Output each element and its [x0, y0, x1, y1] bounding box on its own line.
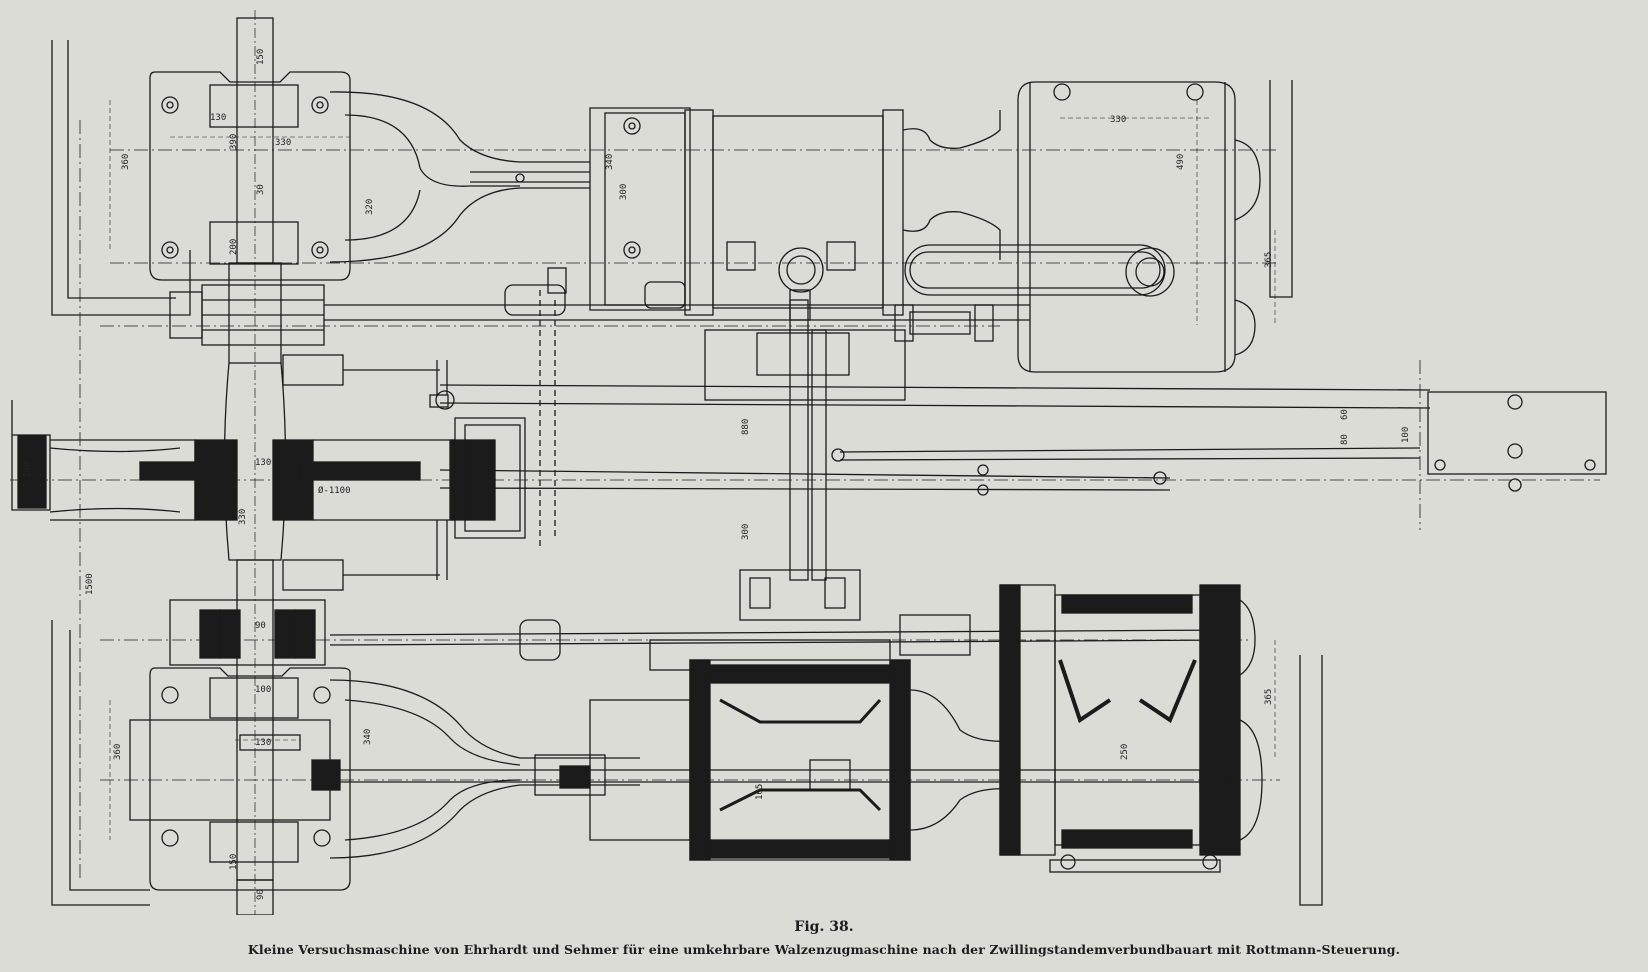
dim-top-bearing-200: 200 — [229, 239, 239, 255]
middle-rods — [11, 299, 1607, 581]
top-frame — [329, 91, 691, 311]
figure-number: Fig. 38. — [794, 919, 854, 935]
dim-bot-cyl-365: 365 — [1264, 689, 1274, 705]
dim-top-left-360: 360 — [121, 154, 131, 170]
figure-caption: Kleine Versuchsmaschine von Ehrhardt und… — [247, 942, 1401, 957]
dim-top-cyl-330: 330 — [1110, 115, 1126, 125]
dim-top-cyl-490: 490 — [1176, 154, 1186, 170]
dim-bot-cyl-165: 165 — [755, 784, 765, 800]
dim-mid-130: 130 — [255, 458, 271, 468]
bottom-rod — [329, 569, 1241, 793]
dim-bot-bearing-90: 90 — [255, 621, 266, 631]
dim-side-80: 80 — [1340, 434, 1350, 445]
bottom-frame — [329, 584, 1263, 873]
dim-side-60: 60 — [1340, 409, 1350, 420]
top-hp-cylinder — [684, 109, 1001, 401]
dimension-lines — [109, 100, 1276, 840]
dim-shaft-top-30: 30 — [256, 184, 266, 195]
dim-top-cyl-365: 365 — [1264, 252, 1274, 268]
foundation-outline — [51, 40, 1323, 906]
engine-drawing: 150 30 390 200 330 130 360 340 320 300 3… — [10, 10, 1607, 915]
bottom-bearing — [129, 599, 351, 891]
dim-top-guide-340: 340 — [605, 154, 615, 170]
dim-mid-180: 180 — [23, 462, 33, 478]
dim-bot-left-360: 360 — [113, 744, 123, 760]
dim-mid-1100: Ø-1100 — [318, 485, 351, 496]
dim-top-bearing-330: 330 — [275, 138, 291, 148]
dim-mid-330: 330 — [238, 509, 248, 525]
top-bearing — [149, 71, 351, 346]
dim-rod-100: 100 — [1401, 427, 1411, 443]
dim-bot-bearing-100: 100 — [255, 685, 271, 695]
dim-shaft-top-150: 150 — [256, 49, 266, 65]
dim-top-guide-300: 300 — [619, 184, 629, 200]
dim-left-1500: 1500 — [85, 573, 95, 595]
top-valve-gear — [324, 267, 1030, 342]
dim-bot-cyl-250: 250 — [1120, 744, 1130, 760]
dim-top-bearing-390: 390 — [229, 134, 239, 150]
dim-top-guide-320: 320 — [365, 199, 375, 215]
dim-bot-shaft-90: 90 — [256, 889, 266, 900]
dim-bot-130: 130 — [255, 738, 271, 748]
dim-bot-shaft-150: 150 — [229, 854, 239, 870]
centre-lines — [10, 120, 1600, 880]
dim-top-bearing-130: 130 — [210, 113, 226, 123]
top-lp-cylinder — [904, 81, 1261, 373]
dim-rod-300: 300 — [741, 524, 751, 540]
dim-rod-880: 880 — [741, 419, 751, 435]
dim-bot-guide-340: 340 — [363, 729, 373, 745]
dimension-labels: 150 30 390 200 330 130 360 340 320 300 3… — [23, 49, 1411, 900]
